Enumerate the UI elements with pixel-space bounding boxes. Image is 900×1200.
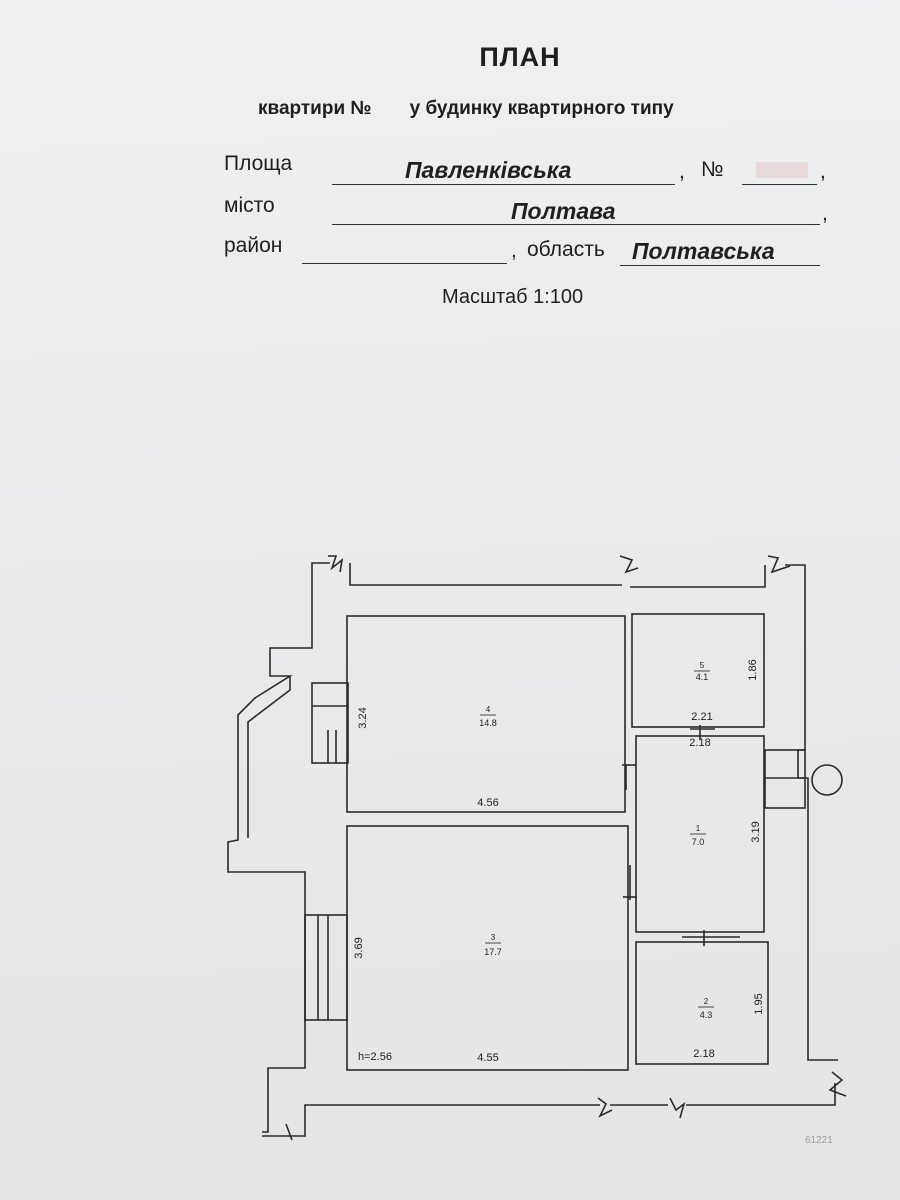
room-3-outline [346, 825, 629, 1071]
stamp-number: 61221 [805, 1135, 833, 1146]
room-5-width: 2.21 [691, 711, 712, 723]
room-3-length: 3.69 [353, 937, 365, 958]
room-3-number: 3 [491, 933, 496, 942]
region-value: Полтавська [632, 238, 775, 264]
room-1-width: 2.18 [689, 737, 710, 749]
district-underline [302, 263, 507, 264]
room-3-area: 17.7 [484, 947, 502, 957]
comma-3: , [822, 202, 828, 225]
room-5-number: 5 [700, 661, 705, 670]
city-underline [332, 224, 820, 225]
region-underline [620, 265, 820, 266]
building-number-underline [742, 184, 817, 185]
redacted-number [756, 162, 808, 178]
building-type-label: у будинку квартирного типу [409, 98, 674, 119]
district-label: район [224, 234, 283, 257]
room-5-area: 4.1 [696, 672, 709, 682]
room-5-outline [631, 613, 765, 728]
room-2-number: 2 [704, 997, 709, 1006]
document-subtitle: квартири № у будинку квартирного типу [258, 98, 674, 120]
room-4-width: 4.56 [477, 797, 498, 809]
square-value: Павленківська [405, 157, 572, 183]
room-4-area: 14.8 [479, 718, 497, 728]
apartment-number-label: квартири № [258, 98, 372, 119]
room-2-area: 4.3 [700, 1010, 713, 1020]
room-4-outline [346, 615, 626, 813]
room-2-length: 1.95 [753, 993, 765, 1014]
square-label: Площа [224, 152, 293, 175]
building-number-label: № [701, 158, 724, 181]
document-title: ПЛАН [479, 42, 561, 72]
room-5-length: 1.86 [747, 659, 759, 680]
comma-1: , [679, 160, 685, 183]
room-1-number: 1 [696, 824, 701, 833]
room-2-outline [635, 941, 769, 1065]
square-underline [332, 184, 675, 185]
comma-4: , [511, 239, 517, 262]
city-value: Полтава [511, 198, 616, 224]
city-label: місто [224, 194, 275, 217]
room-2-width: 2.18 [693, 1048, 714, 1060]
room-4-length: 3.24 [357, 707, 369, 728]
room-1-length: 3.19 [750, 821, 762, 842]
region-label: область [527, 238, 605, 261]
room-3-width: 4.55 [477, 1052, 498, 1064]
comma-2: , [820, 160, 826, 183]
scale-label: Масштаб 1:100 [442, 286, 584, 308]
room-4-number: 4 [486, 705, 491, 714]
ceiling-height: h=2.56 [358, 1051, 392, 1063]
plan-walls [227, 555, 847, 1141]
room-1-area: 7.0 [692, 837, 705, 847]
